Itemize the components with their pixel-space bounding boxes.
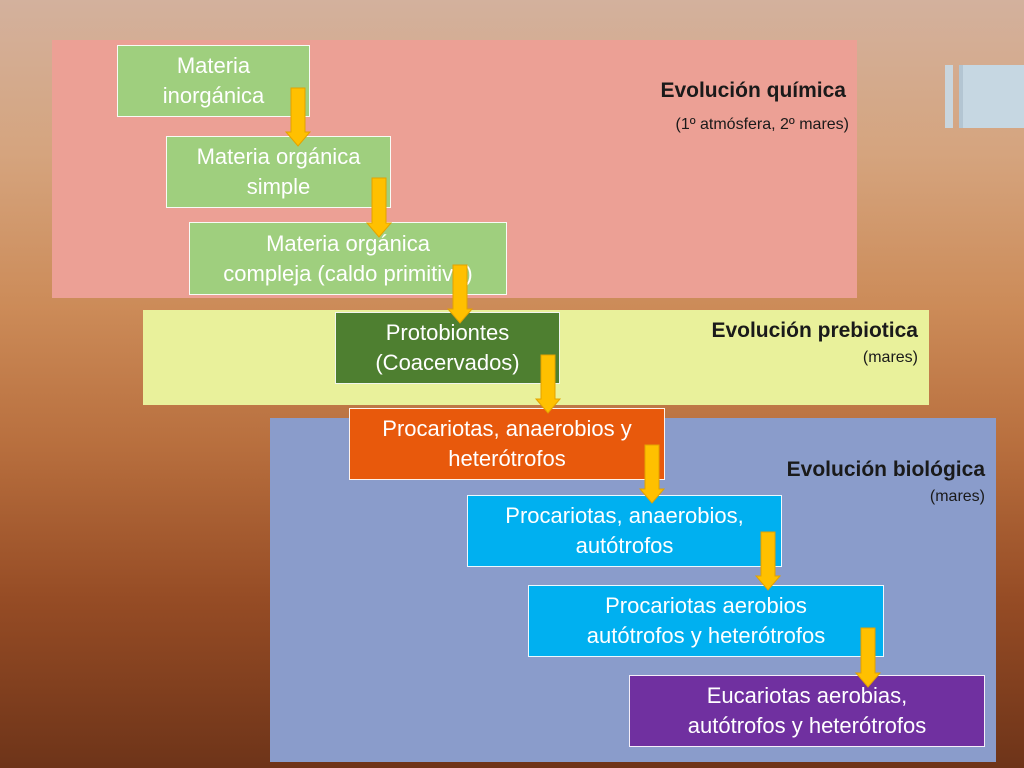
step-materia-organica-compleja: Materia orgánica compleja (caldo primiti… xyxy=(189,222,507,295)
region-note: (mares) xyxy=(862,349,918,366)
step-procariotas-anaerobios-autotrofos: Procariotas, anaerobios, autótrofos xyxy=(467,495,782,567)
step-text-line: Procariotas, anaerobios y xyxy=(382,416,632,441)
decor-bar xyxy=(945,65,953,128)
step-text-line: (Coacervados) xyxy=(375,350,520,375)
step-procariotas-anaerobios-heterotrofos: Procariotas, anaerobios y heterótrofos xyxy=(349,408,665,480)
step-text-line: heterótrofos xyxy=(448,446,566,471)
step-eucariotas-aerobias: Eucariotas aerobias, autótrofos y heteró… xyxy=(629,675,985,747)
step-materia-inorganica: Materia inorgánica xyxy=(117,45,310,117)
step-text-line: autótrofos xyxy=(575,533,674,558)
step-text-line: Materia orgánica xyxy=(196,144,361,169)
region-note: (1º atmósfera, 2º mares) xyxy=(675,116,849,133)
step-text-line: autótrofos y heterótrofos xyxy=(586,623,826,648)
region-title: Evolución química xyxy=(660,79,846,102)
step-text-line: autótrofos y heterótrofos xyxy=(687,713,927,738)
decor-block xyxy=(959,65,1024,128)
step-procariotas-aerobios: Procariotas aerobios autótrofos y heteró… xyxy=(528,585,884,657)
step-text-line: Procariotas aerobios xyxy=(605,593,807,618)
step-text-line: Eucariotas aerobias, xyxy=(706,683,908,708)
step-text-line: compleja (caldo primitivo) xyxy=(223,260,473,286)
step-protobiontes: Protobiontes (Coacervados) xyxy=(335,312,560,384)
region-title: Evolución prebiotica xyxy=(711,319,918,342)
step-text-line: Materia orgánica xyxy=(266,230,430,256)
step-text-line: simple xyxy=(246,174,311,199)
step-text-line: Procariotas, anaerobios, xyxy=(505,503,744,528)
step-text-line: inorgánica xyxy=(162,83,265,108)
step-text-line: Materia xyxy=(176,53,251,78)
region-title: Evolución biológica xyxy=(786,458,985,481)
step-materia-organica-simple: Materia orgánica simple xyxy=(166,136,391,208)
region-note: (mares) xyxy=(929,488,985,505)
step-text-line: Protobiontes xyxy=(385,320,510,345)
